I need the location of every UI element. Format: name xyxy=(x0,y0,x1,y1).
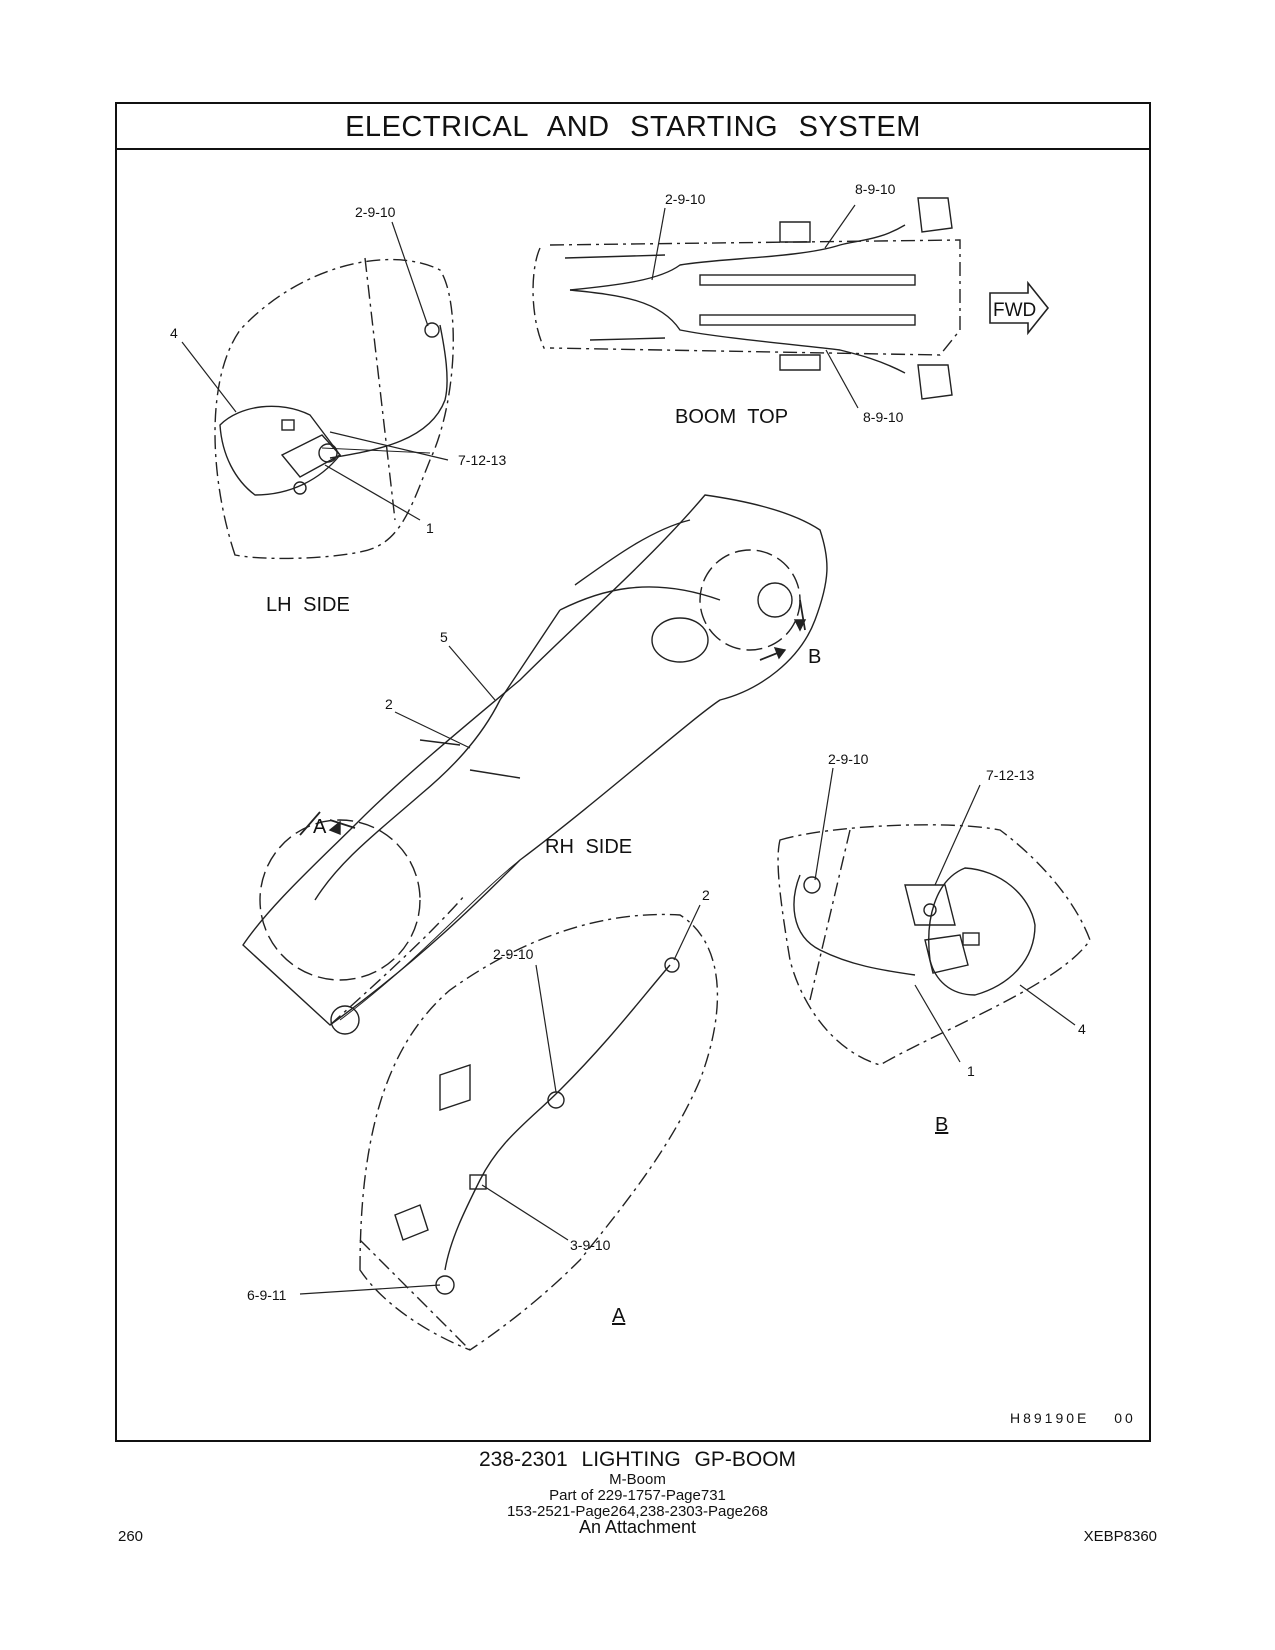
boom-top-view xyxy=(532,197,1050,400)
callout-b-label: B xyxy=(808,646,821,668)
page-number: 260 xyxy=(118,1528,144,1545)
rh-side-boom xyxy=(242,494,828,1035)
callout-b-1: 1 xyxy=(967,1063,975,1079)
caption-line-1: M-Boom xyxy=(609,1471,666,1488)
lh-side-label: LH SIDE xyxy=(266,594,350,616)
callout-a-3910: 3-9-10 xyxy=(570,1237,611,1253)
leader-lines xyxy=(181,204,1076,1295)
document-id: XEBP8360 xyxy=(1083,1528,1157,1545)
drawing-number: H89190E 00 xyxy=(1010,1410,1136,1426)
callout-lh-71213: 7-12-13 xyxy=(458,452,506,468)
diagram-frame: ELECTRICAL AND STARTING SYSTEM xyxy=(115,102,1151,1442)
caption-line-3: 153-2521-Page264,238-2303-Page268 xyxy=(506,1503,769,1520)
callout-a-2910: 2-9-10 xyxy=(493,946,534,962)
callout-rh-5: 5 xyxy=(440,629,448,645)
lh-side-view xyxy=(214,257,454,560)
callout-rh-2: 2 xyxy=(385,696,393,712)
caption-line-4: An Attachment xyxy=(578,1517,697,1537)
callout-top-8910-a: 8-9-10 xyxy=(855,181,896,197)
callout-lh-1: 1 xyxy=(426,520,434,536)
callout-b-4: 4 xyxy=(1078,1021,1086,1037)
detail-b-view xyxy=(777,824,1091,1066)
callout-top-2910: 2-9-10 xyxy=(665,191,706,207)
callout-b-71213: 7-12-13 xyxy=(986,767,1034,783)
detail-b-label: B xyxy=(935,1114,948,1136)
caption-line-2: Part of 229-1757-Page731 xyxy=(549,1487,726,1504)
callout-a-label: A xyxy=(313,816,327,838)
detail-a-label: A xyxy=(612,1305,626,1327)
rh-side-label: RH SIDE xyxy=(545,836,632,858)
page-title: ELECTRICAL AND STARTING SYSTEM xyxy=(117,104,1149,150)
callout-lh-2910: 2-9-10 xyxy=(355,204,396,220)
callout-b-2910: 2-9-10 xyxy=(828,751,869,767)
fwd-label: FWD xyxy=(993,300,1036,321)
callout-top-8910-b: 8-9-10 xyxy=(863,409,904,425)
callout-a-2: 2 xyxy=(702,887,710,903)
boom-top-label: BOOM TOP xyxy=(675,406,788,428)
detail-a-view xyxy=(359,913,719,1351)
callout-lh-4: 4 xyxy=(170,325,178,341)
caption-title: 238-2301 LIGHTING GP-BOOM xyxy=(478,1448,797,1471)
callout-a-6911: 6-9-11 xyxy=(247,1287,287,1303)
